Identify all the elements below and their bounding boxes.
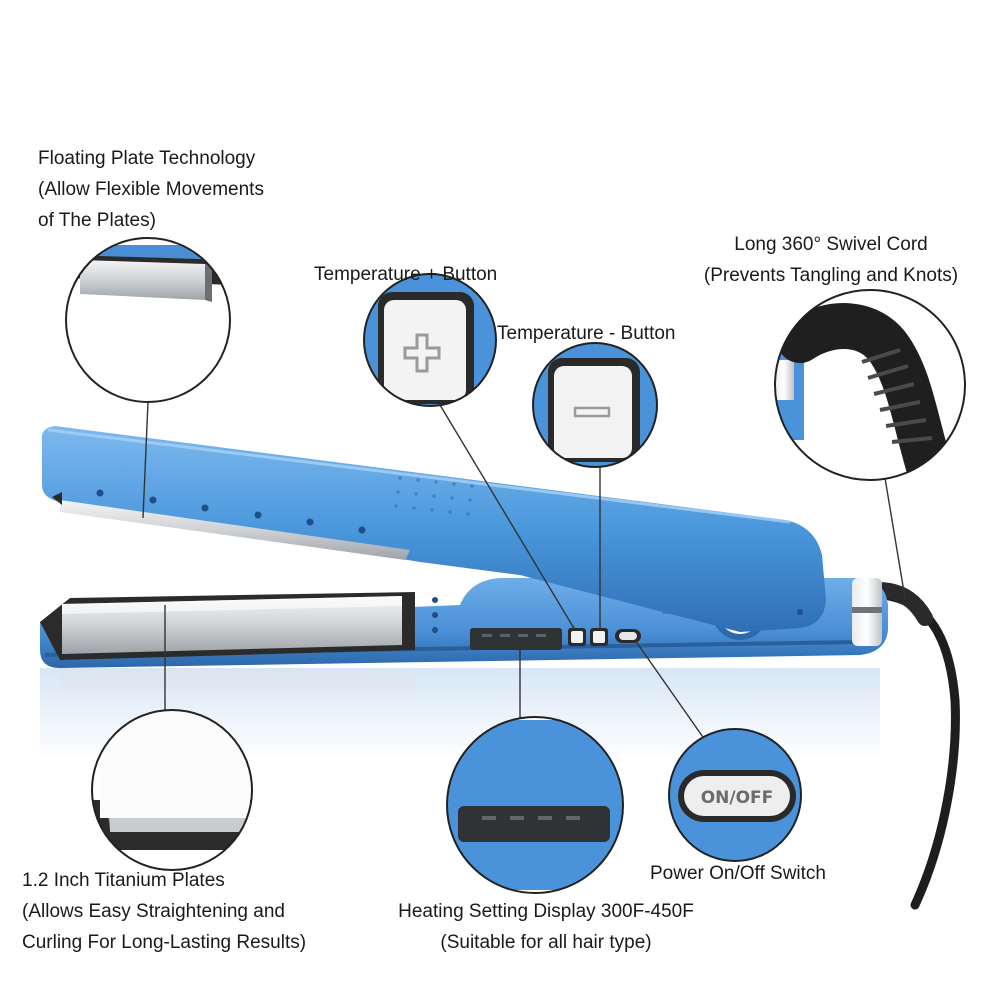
temp-minus-magnifier <box>532 342 658 468</box>
power-cord <box>870 582 960 910</box>
temp-plus-magnifier <box>363 273 497 407</box>
heating-display-magnifier <box>446 716 624 894</box>
on-off-button-label: ON/OFF <box>701 788 774 808</box>
callout-title: Floating Plate Technology <box>38 148 256 169</box>
floating-plate-magnifier <box>65 237 231 403</box>
callout-title: Temperature + Button <box>314 264 498 285</box>
callout-title: Heating Setting Display 300F-450F <box>398 901 694 922</box>
pointer-lines <box>142 401 906 741</box>
callout-title: Temperature - Button <box>497 323 676 344</box>
power-switch-magnifier: ON/OFF <box>668 728 802 862</box>
swivel-cord-callout: Long 360° Swivel Cord (Prevents Tangling… <box>672 229 990 291</box>
floating-plate-callout: Floating Plate Technology (Allow Flexibl… <box>38 143 264 236</box>
titanium-plates-magnifier <box>91 709 253 871</box>
callout-title: Long 360° Swivel Cord <box>734 234 928 255</box>
callout-desc: (Prevents Tangling and Knots) <box>703 265 959 286</box>
callout-desc: of The Plates) <box>38 210 156 231</box>
callout-desc: (Allows Easy Straightening and <box>22 901 285 922</box>
upper-arm <box>41 426 826 632</box>
callout-desc: Curling For Long-Lasting Results) <box>22 932 307 953</box>
swivel-cord-magnifier <box>774 289 966 481</box>
callout-title: Power On/Off Switch <box>650 863 826 884</box>
titanium-plates-callout: 1.2 Inch Titanium Plates (Allows Easy St… <box>22 865 306 958</box>
temp-minus-callout: Temperature - Button <box>497 318 675 349</box>
callout-title: 1.2 Inch Titanium Plates <box>22 870 225 891</box>
power-switch-callout: Power On/Off Switch <box>650 858 826 889</box>
heating-display-callout: Heating Setting Display 300F-450F (Suita… <box>372 896 720 958</box>
callout-desc: (Suitable for all hair type) <box>440 932 652 953</box>
callout-desc: (Allow Flexible Movements <box>38 179 264 200</box>
temp-plus-callout: Temperature + Button <box>314 259 497 290</box>
